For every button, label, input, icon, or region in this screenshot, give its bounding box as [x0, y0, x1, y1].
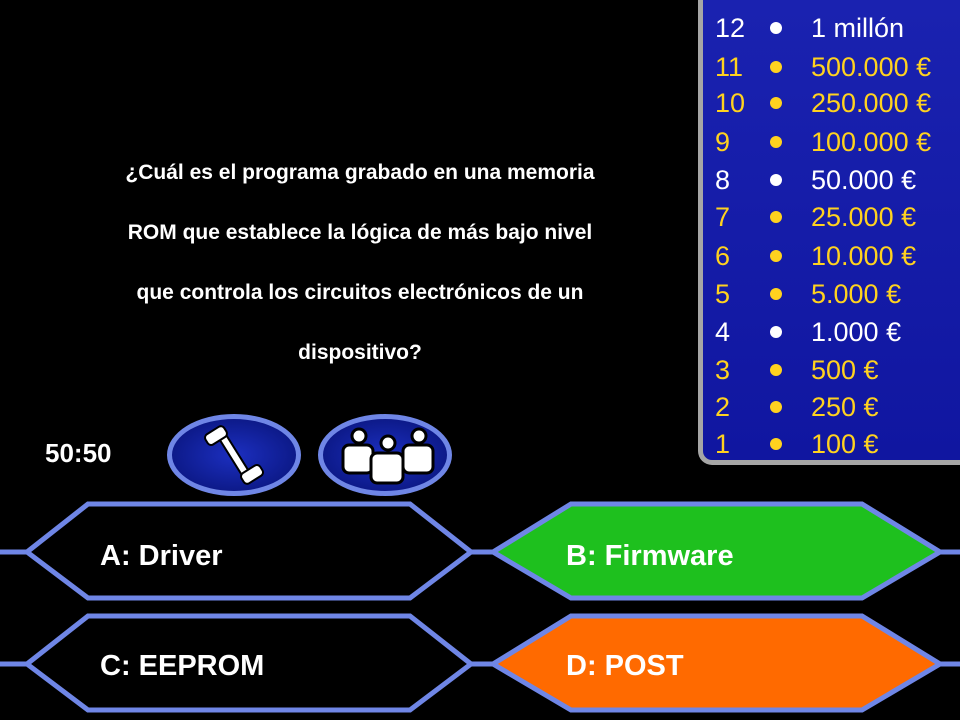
ladder-level: 2 [715, 392, 731, 422]
ladder-amount: 250.000 € [811, 88, 932, 118]
ladder-dot-icon [770, 174, 782, 186]
ladder-rung-8: 8 50.000 € [703, 161, 960, 199]
ladder-rung-7: 7 25.000 € [703, 198, 960, 236]
ladder-level: 5 [715, 279, 731, 309]
ladder-dot-icon [770, 136, 782, 148]
ladder-amount: 5.000 € [811, 279, 902, 309]
ladder-level: 9 [715, 127, 731, 157]
answer-b-shape[interactable] [488, 501, 945, 601]
ladder-rung-9: 9 100.000 € [703, 123, 960, 161]
audience-people-icon [341, 427, 435, 485]
money-ladder: 12 1 millón 11 500.000 € 10 250.000 € 9 … [698, 0, 960, 465]
ladder-dot-icon [770, 22, 782, 34]
question-line: dispositivo? [298, 341, 422, 364]
ladder-amount: 10.000 € [811, 241, 917, 271]
question-line: ¿Cuál es el programa grabado en una memo… [125, 161, 595, 184]
ladder-dot-icon [770, 250, 782, 262]
answer-d-shape[interactable] [488, 613, 945, 713]
answer-c-shape[interactable] [22, 613, 476, 713]
answer-a-shape[interactable] [22, 501, 476, 601]
ladder-dot-icon [770, 288, 782, 300]
phone-handset-icon [203, 425, 265, 485]
ladder-dot-icon [770, 364, 782, 376]
ladder-level: 10 [715, 88, 746, 118]
ladder-amount: 1 millón [811, 13, 905, 43]
ladder-level: 12 [715, 13, 746, 43]
ladder-amount: 25.000 € [811, 202, 917, 232]
ladder-amount: 100.000 € [811, 127, 932, 157]
ladder-level: 11 [715, 52, 744, 82]
ladder-level: 8 [715, 165, 731, 195]
ladder-level: 3 [715, 355, 731, 385]
ladder-dot-icon [770, 97, 782, 109]
answer-c-label[interactable]: C: EEPROM [100, 650, 265, 682]
question-line: que controla los circuitos electrónicos … [136, 281, 584, 304]
ladder-rung-2: 2 250 € [703, 388, 960, 426]
ladder-rung-10: 10 250.000 € [703, 84, 960, 122]
lifeline-fifty-fifty[interactable]: 50:50 [18, 414, 152, 496]
ladder-rung-12: 12 1 millón [703, 9, 960, 47]
ladder-level: 7 [715, 202, 731, 232]
ladder-rung-6: 6 10.000 € [703, 237, 960, 275]
ladder-rung-4: 4 1.000 € [703, 313, 960, 351]
answer-a-label[interactable]: A: Driver [100, 540, 223, 572]
ladder-amount: 500 € [811, 355, 879, 385]
ladder-rung-5: 5 5.000 € [703, 275, 960, 313]
ladder-level: 4 [715, 317, 731, 347]
ladder-amount: 500.000 € [811, 52, 932, 82]
ladder-rung-11: 11 500.000 € [703, 48, 960, 86]
ladder-amount: 250 € [811, 392, 879, 422]
question-line: ROM que establece la lógica de más bajo … [127, 221, 593, 244]
ladder-amount: 1.000 € [811, 317, 902, 347]
ladder-level: 1 [715, 429, 731, 459]
question-text: ¿Cuál es el programa grabado en una memo… [40, 128, 680, 398]
ladder-rung-3: 3 500 € [703, 351, 960, 389]
answer-b-label[interactable]: B: Firmware [566, 540, 734, 572]
lifeline-audience[interactable] [318, 414, 452, 496]
ladder-dot-icon [770, 61, 782, 73]
ladder-dot-icon [770, 211, 782, 223]
ladder-rung-1: 1 100 € [703, 425, 960, 463]
ladder-amount: 100 € [811, 429, 879, 459]
ladder-level: 6 [715, 241, 731, 271]
fifty-fifty-label: 50:50 [45, 438, 112, 468]
ladder-dot-icon [770, 438, 782, 450]
answer-d-label[interactable]: D: POST [566, 650, 684, 682]
ladder-dot-icon [770, 326, 782, 338]
ladder-amount: 50.000 € [811, 165, 917, 195]
lifeline-phone[interactable] [167, 414, 301, 496]
ladder-dot-icon [770, 401, 782, 413]
